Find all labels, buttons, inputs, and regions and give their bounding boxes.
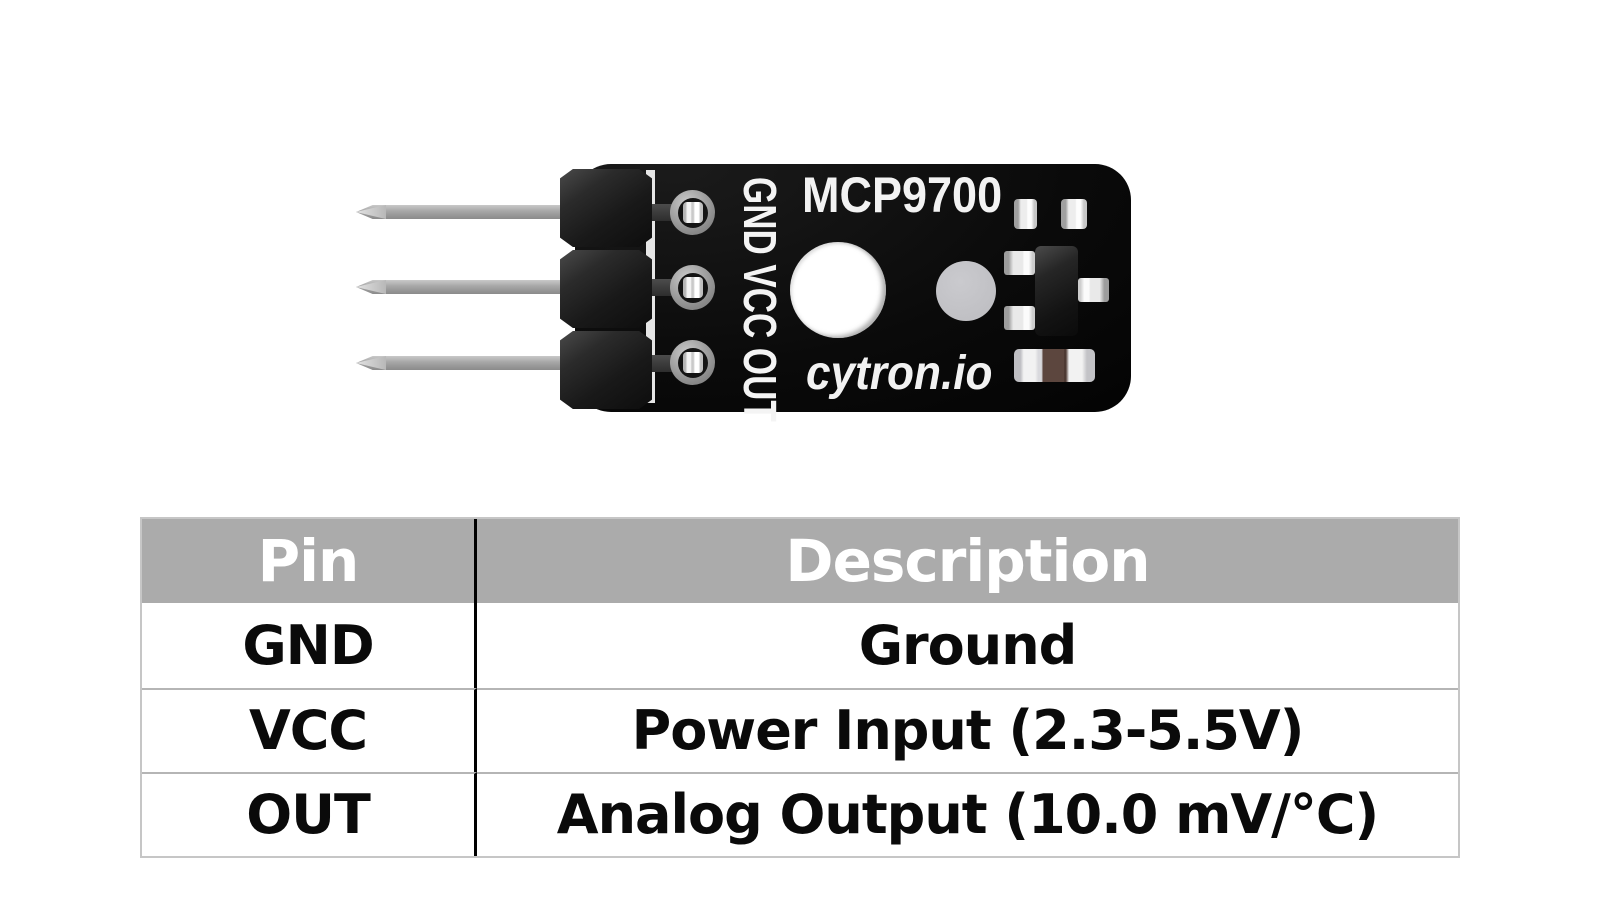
pin-cross-section xyxy=(682,277,703,298)
smd-resistor xyxy=(1014,349,1095,382)
pin-lead-out xyxy=(356,356,564,370)
table-cell-pin-gnd: GND xyxy=(142,603,477,688)
brand-silkscreen: cytron.io xyxy=(806,347,993,400)
pin-lead-vcc xyxy=(356,280,564,294)
header-plastic-block xyxy=(560,250,652,328)
table-header-pin: Pin xyxy=(142,519,477,604)
pinout-table: Pin Description GND Ground VCC Power Inp… xyxy=(140,517,1460,858)
sot23-lead xyxy=(1004,306,1035,330)
sot23-lead xyxy=(1004,251,1035,275)
pin-labels-silkscreen: GND VCC OUT xyxy=(734,177,786,422)
smd-pad xyxy=(1061,199,1087,229)
pin-cross-section xyxy=(682,352,703,373)
header-plastic-block xyxy=(560,169,652,247)
table-cell-description-gnd: Ground xyxy=(858,613,1078,677)
header-pin-stub xyxy=(648,279,676,296)
header-pin-stub xyxy=(648,355,676,372)
module-name-silkscreen: MCP9700 xyxy=(802,167,1003,223)
through-hole-pad-out xyxy=(670,340,715,385)
hole-bore xyxy=(677,347,708,378)
header-plastic-block xyxy=(560,331,652,409)
table-cell-pin-out: OUT xyxy=(142,771,477,856)
table-cell-pin-vcc: VCC xyxy=(142,687,477,772)
table-cell-description-vcc: Power Input (2.3-5.5V) xyxy=(477,687,1458,772)
table-cell-description-out: Analog Output (10.0 mV/°C) xyxy=(477,771,1458,856)
sot23-ic-body xyxy=(1035,246,1078,336)
sot23-lead xyxy=(1078,278,1109,302)
header-pin-stub xyxy=(648,204,676,221)
through-hole-pad-gnd xyxy=(670,190,715,235)
mounting-hole xyxy=(790,242,886,338)
smd-pad xyxy=(1014,199,1037,229)
table-header-description: Description xyxy=(477,519,1458,604)
pin-cross-section xyxy=(682,202,703,223)
hole-bore xyxy=(677,197,708,228)
hole-bore xyxy=(677,272,708,303)
sensor-marking-circle xyxy=(936,261,996,321)
through-hole-pad-vcc xyxy=(670,265,715,310)
pin-lead-gnd xyxy=(356,205,564,219)
